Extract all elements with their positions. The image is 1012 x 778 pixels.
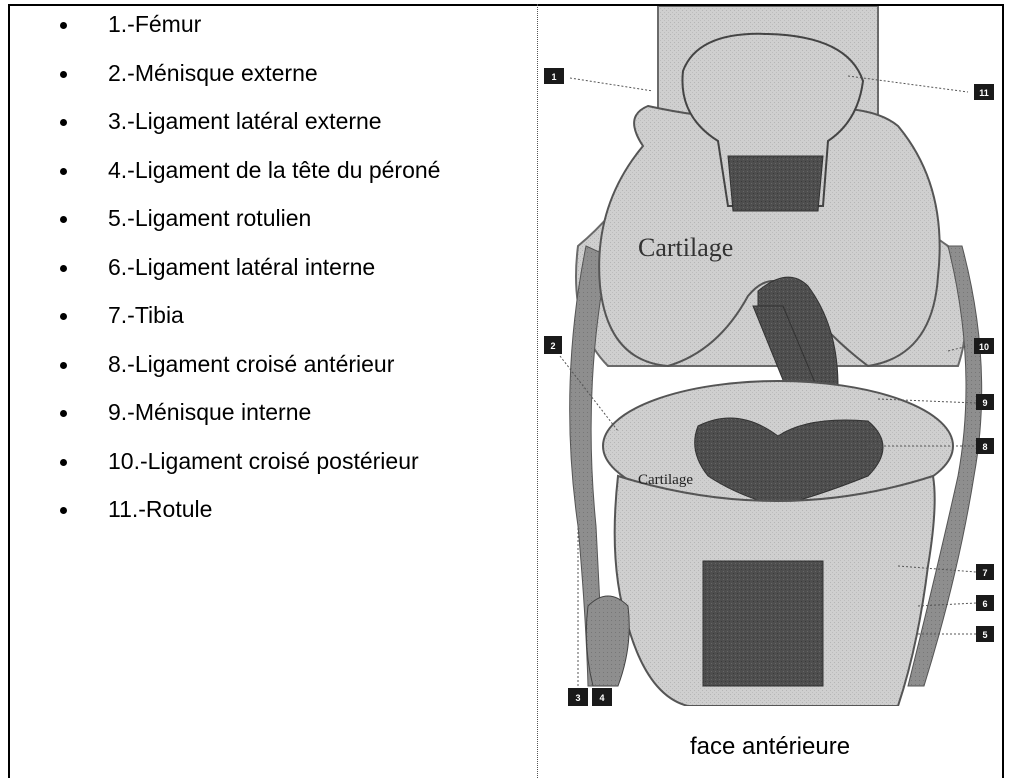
list-item-label: 9.-Ménisque interne <box>108 399 311 425</box>
tag-1: 1 <box>544 68 564 84</box>
figure-caption: face antérieure <box>538 733 1002 761</box>
cartilage-label-bottom: Cartilage <box>638 472 693 488</box>
tag-11: 11 <box>974 84 994 100</box>
list-item: 5.-Ligament rotulien <box>20 204 440 253</box>
tag-5: 5 <box>976 626 994 642</box>
bullet-icon <box>60 119 67 126</box>
list-item: 4.-Ligament de la tête du péroné <box>20 156 440 205</box>
list-item: 3.-Ligament latéral externe <box>20 107 440 156</box>
list-item-label: 10.-Ligament croisé postérieur <box>108 448 419 474</box>
tag-9: 9 <box>976 394 994 410</box>
list-item: 8.-Ligament croisé antérieur <box>20 350 440 399</box>
bullet-icon <box>60 216 67 223</box>
legend-list: 1.-Fémur 2.-Ménisque externe 3.-Ligament… <box>20 10 440 544</box>
tag-2: 2 <box>544 336 562 354</box>
list-item-label: 2.-Ménisque externe <box>108 60 318 86</box>
tag-8: 8 <box>976 438 994 454</box>
list-item-label: 4.-Ligament de la tête du péroné <box>108 157 440 183</box>
list-item-label: 7.-Tibia <box>108 302 184 328</box>
svg-text:10: 10 <box>979 342 989 352</box>
list-item-label: 8.-Ligament croisé antérieur <box>108 351 394 377</box>
list-item: 6.-Ligament latéral interne <box>20 253 440 302</box>
tag-4: 4 <box>592 688 612 706</box>
bullet-icon <box>60 22 67 29</box>
list-item-label: 6.-Ligament latéral interne <box>108 254 375 280</box>
list-item: 9.-Ménisque interne <box>20 398 440 447</box>
svg-text:9: 9 <box>982 398 987 408</box>
list-item: 10.-Ligament croisé postérieur <box>20 447 440 496</box>
bullet-icon <box>60 459 67 466</box>
cartilage-label-top: Cartilage <box>638 233 733 262</box>
patella-tendon-top <box>728 156 823 211</box>
svg-text:4: 4 <box>599 693 604 703</box>
list-item: 1.-Fémur <box>20 10 440 59</box>
patellar-ligament <box>703 561 823 686</box>
tag-10: 10 <box>974 338 994 354</box>
list-item-label: 11.-Rotule <box>108 496 212 522</box>
svg-text:8: 8 <box>982 442 987 452</box>
svg-text:2: 2 <box>550 341 555 351</box>
bullet-icon <box>60 265 67 272</box>
svg-text:5: 5 <box>982 630 987 640</box>
fibula-head <box>586 596 629 686</box>
bullet-icon <box>60 507 67 514</box>
svg-text:7: 7 <box>982 568 987 578</box>
list-item: 2.-Ménisque externe <box>20 59 440 108</box>
bullet-icon <box>60 71 67 78</box>
list-item-label: 1.-Fémur <box>108 11 201 37</box>
svg-text:1: 1 <box>551 72 556 82</box>
list-item-label: 5.-Ligament rotulien <box>108 205 311 231</box>
knee-anatomy-illustration: Cartilage Cartilage 1 11 2 10 9 8 7 6 5 … <box>538 6 1002 706</box>
svg-text:11: 11 <box>979 88 989 98</box>
list-item: 7.-Tibia <box>20 301 440 350</box>
svg-text:3: 3 <box>575 693 580 703</box>
svg-text:6: 6 <box>982 599 987 609</box>
bullet-icon <box>60 313 67 320</box>
list-item-label: 3.-Ligament latéral externe <box>108 108 382 134</box>
bullet-icon <box>60 168 67 175</box>
list-item: 11.-Rotule <box>20 495 440 544</box>
tag-6: 6 <box>976 595 994 611</box>
bullet-icon <box>60 362 67 369</box>
bullet-icon <box>60 410 67 417</box>
tag-7: 7 <box>976 564 994 580</box>
tag-3: 3 <box>568 688 588 706</box>
